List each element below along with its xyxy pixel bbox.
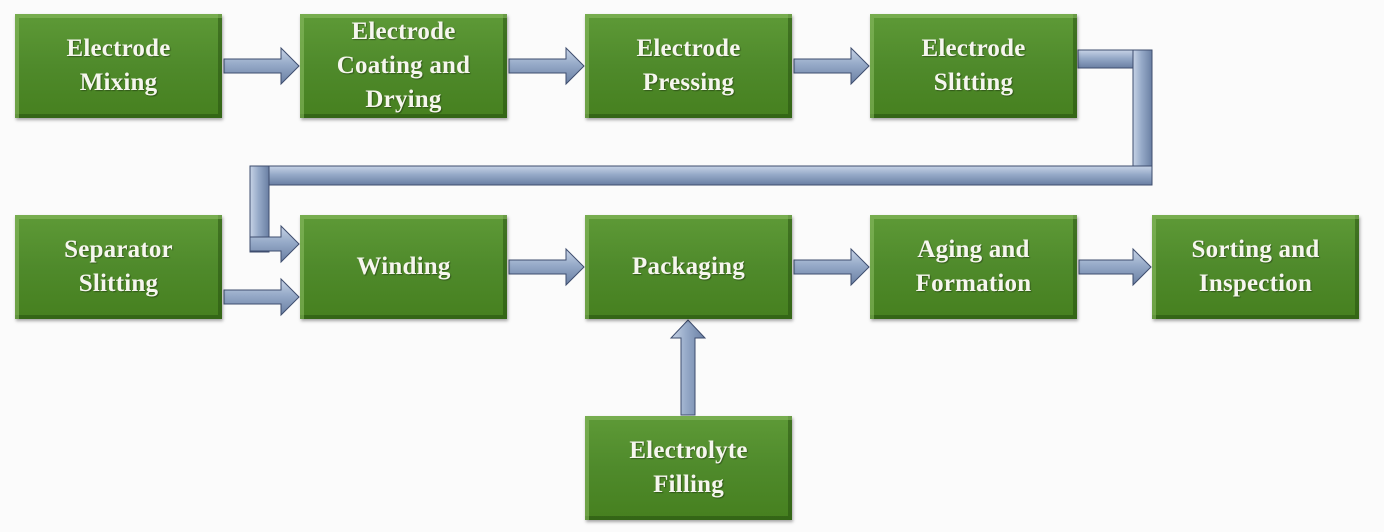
step-winding: Winding	[300, 215, 507, 319]
step-label: Electrode Mixing	[66, 35, 171, 96]
step-sorting-inspection: Sorting and Inspection	[1152, 215, 1359, 319]
step-label: Separator Slitting	[64, 236, 173, 297]
step-electrode-pressing: Electrode Pressing	[585, 14, 792, 118]
arrow-packaging-to-aging	[793, 247, 870, 287]
arrow-separator-to-winding	[223, 277, 300, 317]
step-electrode-coating-drying: Electrode Coating and Drying	[300, 14, 507, 118]
arrow-mixing-to-coating	[223, 46, 300, 86]
connector-slitting-to-winding	[249, 49, 1153, 264]
arrow-pressing-to-slitting	[793, 46, 870, 86]
step-separator-slitting: Separator Slitting	[15, 215, 222, 319]
arrow-electrolyte-to-packaging	[669, 319, 707, 416]
step-aging-formation: Aging and Formation	[870, 215, 1077, 319]
arrow-aging-to-sorting	[1078, 247, 1152, 287]
step-label: Electrode Coating and Drying	[336, 18, 471, 113]
step-label: Packaging	[632, 253, 745, 280]
step-label: Electrode Slitting	[921, 35, 1026, 96]
step-label: Electrode Pressing	[636, 35, 741, 96]
step-packaging: Packaging	[585, 215, 792, 319]
step-label: Winding	[356, 253, 451, 280]
step-label: Sorting and Inspection	[1191, 236, 1320, 297]
step-electrode-slitting: Electrode Slitting	[870, 14, 1077, 118]
step-electrode-mixing: Electrode Mixing	[15, 14, 222, 118]
arrow-winding-to-packaging	[508, 247, 585, 287]
step-label: Aging and Formation	[915, 236, 1032, 297]
step-electrolyte-filling: Electrolyte Filling	[585, 416, 792, 520]
arrow-coating-to-pressing	[508, 46, 585, 86]
step-label: Electrolyte Filling	[629, 437, 748, 498]
